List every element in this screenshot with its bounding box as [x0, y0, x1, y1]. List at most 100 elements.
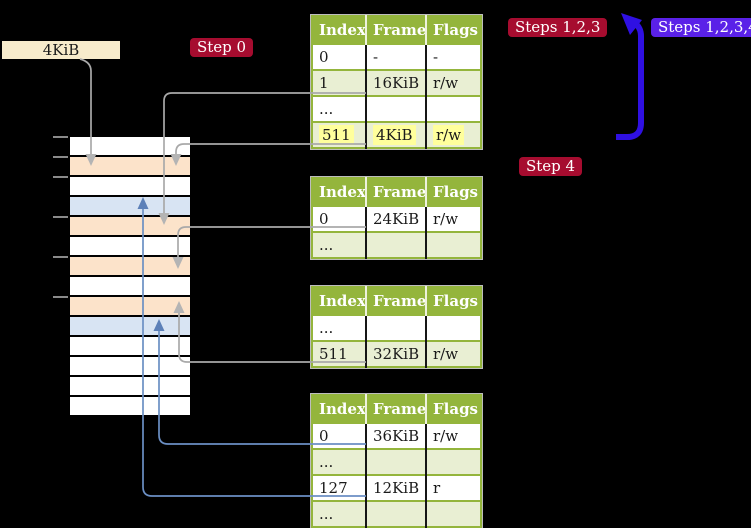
cell-index: 511 [312, 340, 366, 367]
memory-row-10 [70, 337, 190, 357]
memory-row-2 [70, 177, 190, 197]
cell-index: 127 [312, 474, 366, 501]
memory-row-6 [70, 257, 190, 277]
column-header: Flags [425, 395, 481, 423]
table-row: ... [312, 231, 481, 258]
tick-mark [53, 156, 68, 158]
cell-flags: r/w [425, 69, 481, 96]
column-header: Frame [365, 178, 426, 206]
cell-index: ... [312, 231, 366, 258]
cell-flags: r [425, 474, 481, 501]
memory-row-12 [70, 377, 190, 397]
cell-frame [365, 95, 426, 122]
cell-index: 0 [312, 205, 366, 232]
tick-mark [53, 136, 68, 138]
column-header: Frame [365, 395, 426, 423]
highlighted-value: 4KiB [373, 125, 416, 145]
cell-flags [425, 95, 481, 122]
badge-step-4: Step 4 [519, 157, 583, 176]
cell-index: 0 [312, 43, 366, 70]
cell-index: 1 [312, 69, 366, 96]
steps-flow-arrowhead-icon [621, 13, 642, 35]
cell-index: ... [312, 314, 366, 341]
badge-steps-1-2-3: Steps 1,2,3 [508, 18, 608, 37]
cell-flags [425, 231, 481, 258]
badge-step-0: Step 0 [190, 38, 254, 57]
steps-flow-arrow-shaft [616, 20, 644, 140]
cell-frame: 32KiB [365, 340, 426, 367]
highlighted-value: r/w [433, 125, 465, 145]
cell-index: ... [312, 500, 366, 527]
cell-frame: 36KiB [365, 422, 426, 449]
cell-index: 511 [312, 121, 366, 148]
cell-flags: r/w [425, 422, 481, 449]
column-header: Flags [425, 178, 481, 206]
column-header: Frame [365, 16, 426, 44]
steps-flow-arrow-icon [616, 13, 644, 140]
table-row: ... [312, 95, 481, 122]
table-row: ... [312, 500, 481, 527]
column-header: Index [312, 178, 366, 206]
column-header: Flags [425, 287, 481, 315]
column-header: Index [312, 395, 366, 423]
cell-frame: 4KiB [365, 121, 426, 148]
tick-mark [53, 216, 68, 218]
cell-flags: r/w [425, 340, 481, 367]
cell-flags: - [425, 43, 481, 70]
cell-frame [365, 314, 426, 341]
memory-row-0 [70, 137, 190, 157]
cell-frame: 24KiB [365, 205, 426, 232]
memory-row-9 [70, 317, 190, 337]
cell-flags [425, 500, 481, 527]
column-header: Index [312, 16, 366, 44]
cell-index: ... [312, 95, 366, 122]
table-row: ... [312, 314, 481, 341]
cell-flags: r/w [425, 205, 481, 232]
cell-frame: 16KiB [365, 69, 426, 96]
column-header: Flags [425, 16, 481, 44]
cell-frame: - [365, 43, 426, 70]
physical-memory-strip [68, 135, 192, 417]
table-row: ... [312, 448, 481, 475]
tick-mark [53, 296, 68, 298]
memory-row-5 [70, 237, 190, 257]
memory-row-1 [70, 157, 190, 177]
highlighted-value: 511 [319, 125, 354, 145]
column-header: Frame [365, 287, 426, 315]
cell-frame [365, 448, 426, 475]
cell-frame [365, 231, 426, 258]
table-row: 0-- [312, 43, 481, 70]
cell-index: 0 [312, 422, 366, 449]
memory-row-3 [70, 197, 190, 217]
cell-flags: r/w [425, 121, 481, 148]
memory-row-4 [70, 217, 190, 237]
tick-mark [53, 256, 68, 258]
cell-flags [425, 314, 481, 341]
cell-index: ... [312, 448, 366, 475]
tick-mark [53, 176, 68, 178]
column-header: Index [312, 287, 366, 315]
memory-row-11 [70, 357, 190, 377]
memory-row-7 [70, 277, 190, 297]
cell-frame [365, 500, 426, 527]
memory-row-13 [70, 397, 190, 415]
page-size-label: 4KiB [2, 41, 120, 59]
